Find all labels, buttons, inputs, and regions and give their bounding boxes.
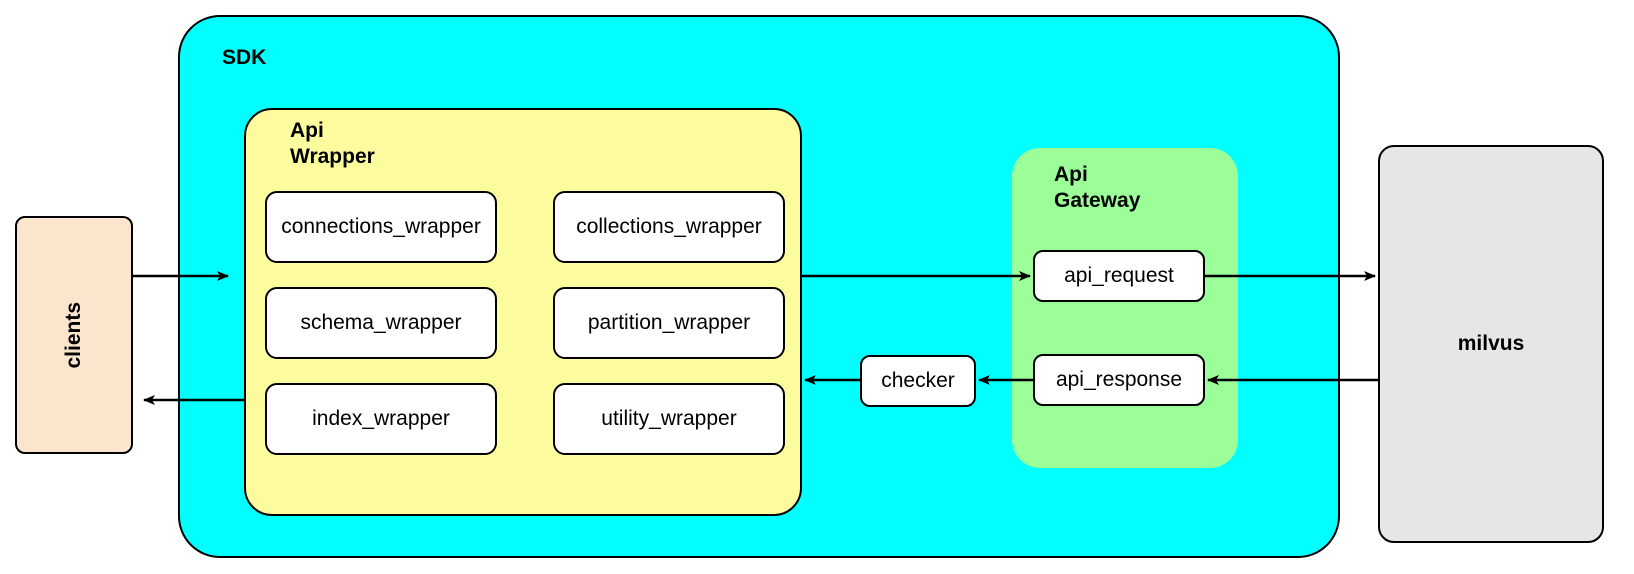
api-response-label: api_response [1055,368,1183,391]
wrapper-box-collections[interactable]: collections_wrapper [553,191,785,263]
clients-label: clients [62,301,85,369]
api-response-node[interactable]: api_response [1033,354,1205,406]
checker-label: checker [881,369,955,392]
wrapper-box-label: collections_wrapper [576,215,762,238]
wrapper-box-label: schema_wrapper [300,311,462,334]
wrapper-box-partition[interactable]: partition_wrapper [553,287,785,359]
checker-node[interactable]: checker [860,355,976,407]
wrapper-box-label: index_wrapper [312,407,450,430]
api-gateway-container[interactable]: Api Gateway [1012,148,1238,468]
wrapper-box-label: partition_wrapper [587,311,751,334]
wrapper-box-label: connections_wrapper [281,215,481,238]
api-gateway-label: Api Gateway [1054,163,1141,212]
milvus-label: milvus [1457,332,1525,355]
api-request-label: api_request [1064,264,1174,287]
wrapper-box-connections[interactable]: connections_wrapper [265,191,497,263]
wrapper-box-schema[interactable]: schema_wrapper [265,287,497,359]
wrapper-box-utility[interactable]: utility_wrapper [553,383,785,455]
wrapper-box-label: utility_wrapper [601,407,737,430]
api-request-node[interactable]: api_request [1033,250,1205,302]
milvus-node[interactable]: milvus [1378,145,1604,543]
api-wrapper-label: Api Wrapper [290,119,375,168]
sdk-label: SDK [222,46,267,69]
wrapper-box-index[interactable]: index_wrapper [265,383,497,455]
clients-node[interactable]: clients [15,216,133,454]
